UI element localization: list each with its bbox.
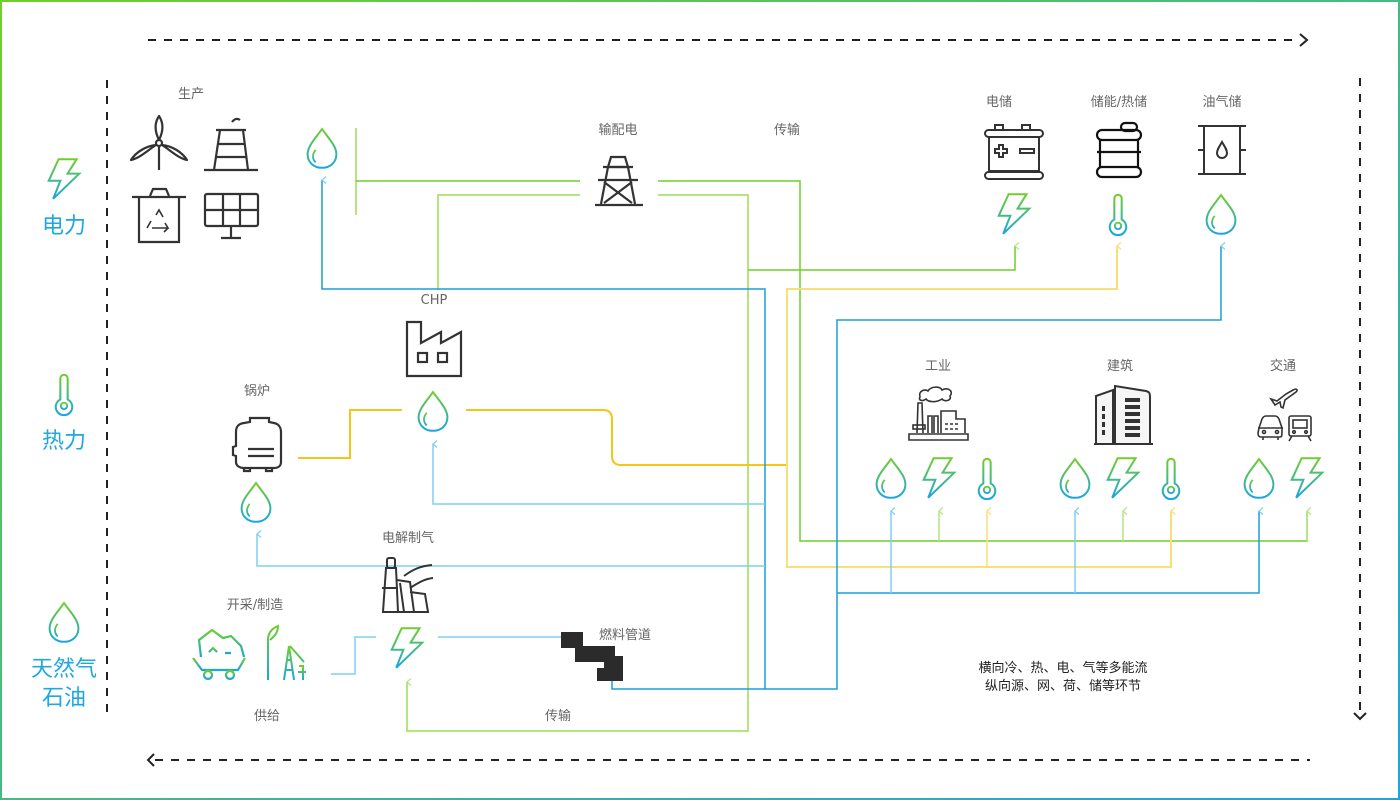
oil-derrick-icon [266, 624, 318, 682]
industry-label: 工业 [924, 359, 952, 374]
transport-icon [1257, 388, 1312, 442]
chp-label: CHP [420, 293, 448, 308]
note-line-1: 横向冷、热、电、气等多能流 [978, 661, 1148, 676]
wind-turbine-icon [129, 114, 189, 170]
legend-lightning-icon [47, 158, 81, 200]
buildings-icon [1094, 384, 1153, 445]
fuel-pipeline-label: 燃料管道 [598, 628, 652, 643]
electrolysis-plant-icon [381, 557, 434, 613]
transmission-top-label: 传输 [773, 123, 801, 138]
building-droplet-icon [1059, 458, 1091, 499]
industry-droplet-icon [875, 458, 907, 499]
chp-droplet-icon [417, 391, 449, 432]
legend-electric-label: 电力 [41, 214, 87, 239]
heat-tank-icon [1095, 121, 1143, 179]
boiler-label: 锅炉 [243, 384, 271, 399]
supply-label: 供给 [253, 709, 281, 724]
fuel-pipeline-icon [561, 632, 623, 681]
industry-lightning-icon [922, 457, 956, 499]
legend-oil-line: 石油 [41, 685, 87, 711]
production-label: 生产 [177, 87, 205, 102]
storage-droplet-icon [1205, 194, 1237, 235]
recycle-bin-icon [132, 187, 186, 244]
transmission-tower-icon [595, 155, 643, 207]
solar-panel-icon [203, 192, 260, 240]
thermal-storage-label: 储能/热储 [1090, 95, 1148, 110]
note-line-2: 纵向源、网、荷、储等环节 [984, 679, 1142, 694]
storage-lightning-icon [997, 193, 1031, 235]
storage-thermometer-icon [1108, 193, 1128, 236]
production-droplet-icon [306, 128, 338, 169]
transmission-bottom-label: 传输 [544, 709, 572, 724]
factory-industry-icon [908, 386, 969, 441]
mine-cart-icon [190, 628, 248, 681]
electrolysis-lightning-icon [390, 627, 424, 669]
oil-barrel-icon [1198, 125, 1246, 175]
building-thermometer-icon [1161, 457, 1181, 500]
transport-droplet-icon [1243, 458, 1275, 499]
transport-lightning-icon [1290, 457, 1324, 499]
down-arrowhead-icon [1353, 712, 1367, 721]
transmission-distribution-label: 输配电 [598, 123, 638, 138]
electric-storage-label: 电储 [985, 95, 1013, 110]
power-plant-tower-icon [204, 117, 258, 172]
boiler-icon [231, 416, 283, 473]
direction-arrows [106, 33, 1367, 767]
legend-heat-label: 热力 [41, 429, 87, 454]
building-label: 建筑 [1106, 359, 1134, 374]
right-arrowhead-icon [1299, 33, 1309, 47]
left-arrowhead-icon [146, 753, 155, 767]
oil-gas-storage-label: 油气储 [1202, 95, 1242, 110]
industry-thermometer-icon [977, 457, 997, 500]
building-lightning-icon [1106, 457, 1140, 499]
legend-gas-line: 天然气 [30, 657, 98, 682]
electrolysis-label: 电解制气 [381, 531, 435, 546]
legend-thermometer-icon [54, 373, 74, 416]
mining-manufacturing-label: 开采/制造 [226, 598, 284, 613]
diagram-note: 横向冷、热、电、气等多能流 纵向源、网、荷、储等环节 [978, 660, 1147, 696]
factory-chp-icon [405, 320, 463, 378]
flow-lines [256, 128, 1312, 732]
legend-droplet-icon [48, 602, 80, 643]
boiler-droplet-icon [240, 482, 272, 523]
transport-label: 交通 [1269, 359, 1297, 374]
battery-icon [984, 124, 1044, 180]
legend-gas-oil-label: 天然气 石油 [31, 656, 97, 713]
